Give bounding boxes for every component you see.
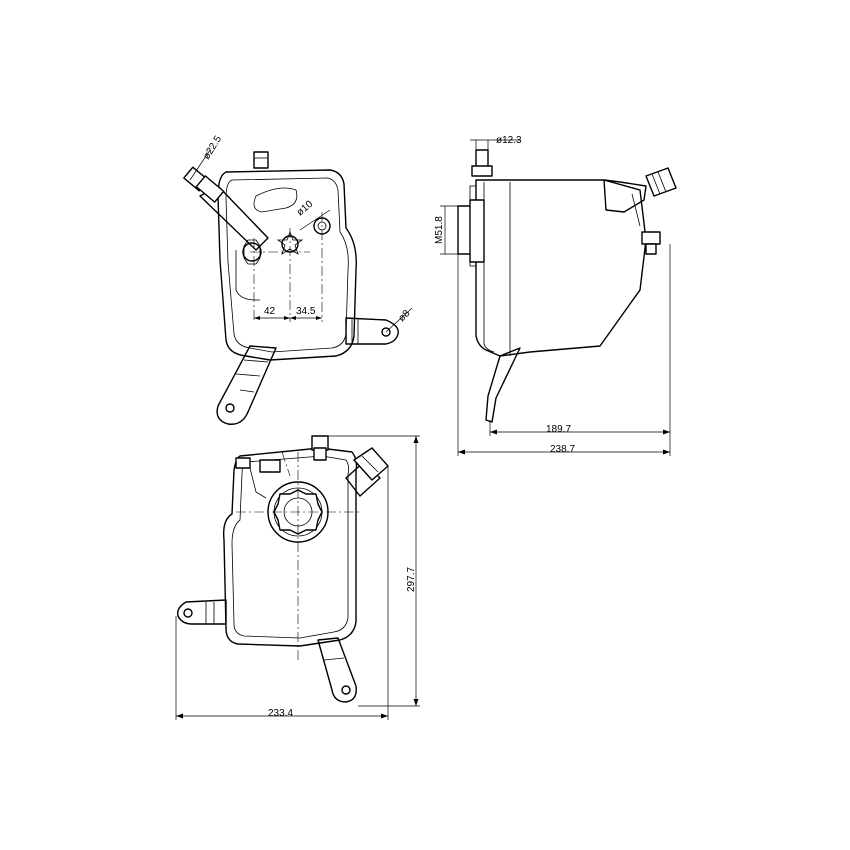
top-view [183, 149, 413, 425]
label-dim-297-7: 297.7 [406, 567, 417, 592]
label-thread-m51-8: M51.8 [434, 216, 445, 244]
top-view-bracket [216, 345, 277, 425]
side-view-hose-clamp [645, 167, 677, 197]
label-dim-238-7: 238.7 [550, 444, 575, 455]
front-view-mount-left [176, 599, 227, 625]
side-view [440, 139, 677, 456]
label-dia-22-5: ø22.5 [201, 134, 224, 162]
front-view-tank-outline [222, 447, 358, 647]
label-dia-8: ø8 [396, 308, 412, 324]
side-view-port [641, 231, 661, 245]
side-view-hose [603, 179, 647, 213]
front-view-tank-inner [231, 455, 350, 639]
front-view-sensor [235, 457, 251, 469]
front-view [175, 435, 420, 720]
label-dia-10: ø10 [295, 199, 316, 219]
side-view-tank-body [475, 179, 647, 357]
label-dim-34-5: 34.5 [296, 306, 316, 317]
top-view-sensor [242, 242, 262, 262]
front-view-hose [345, 461, 381, 497]
top-view-cap [253, 151, 269, 169]
label-dim-189-7: 189.7 [546, 424, 571, 435]
top-view-mount-right [345, 317, 399, 345]
side-view-bracket [485, 347, 521, 423]
top-view-baffle-top [253, 187, 298, 213]
front-view-hose-clamp [353, 447, 389, 481]
label-dia-12-3: ø12.3 [496, 135, 522, 146]
top-view-tank-inner [225, 177, 349, 353]
label-dim-233-4: 233.4 [268, 708, 293, 719]
top-view-tank-outline [217, 169, 357, 361]
front-view-bracket [317, 637, 357, 703]
label-dim-42: 42 [264, 306, 276, 317]
top-view-baffle [235, 250, 260, 301]
